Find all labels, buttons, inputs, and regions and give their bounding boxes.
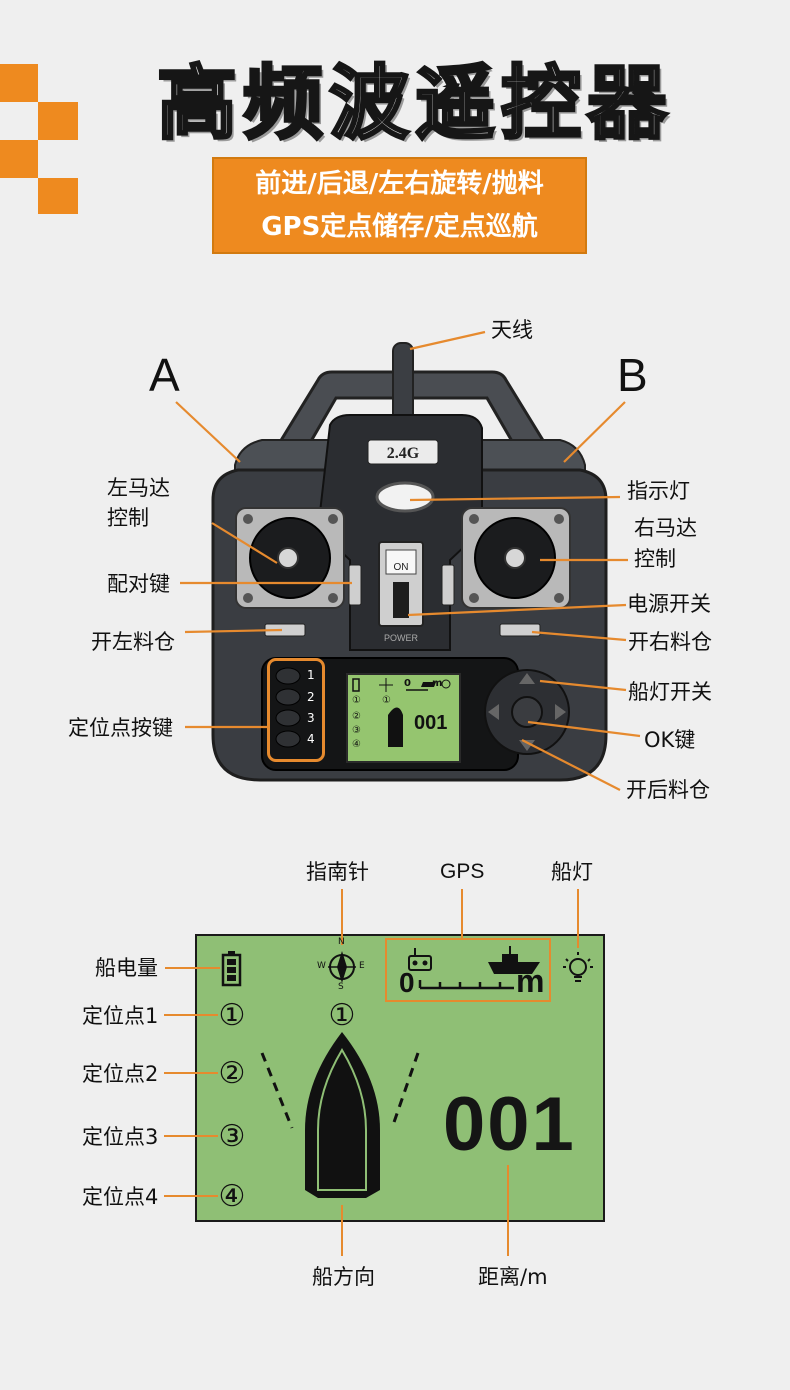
compass-n: N bbox=[338, 937, 345, 947]
ok-button bbox=[511, 696, 543, 728]
open-left-bin-label: 开左料仓 bbox=[91, 630, 175, 654]
open-rear-bin-label: 开后料仓 bbox=[626, 778, 710, 802]
power-text: POWER bbox=[384, 633, 419, 643]
boat-direction-shape bbox=[305, 1032, 380, 1198]
distance-value: 001 bbox=[443, 1082, 576, 1167]
right-motor-label-line2: 控制 bbox=[634, 547, 676, 571]
compass-w: W bbox=[317, 961, 326, 971]
position-key-4 bbox=[275, 730, 301, 748]
position-key-label-4: 4 bbox=[307, 732, 315, 746]
gps-label: GPS bbox=[440, 860, 485, 883]
position-key-label-1: 1 bbox=[307, 668, 315, 682]
remote-icon bbox=[408, 948, 432, 971]
brand-tag-bg bbox=[367, 439, 439, 465]
position-label-3: 定位点3 bbox=[82, 1125, 159, 1149]
mini-lcd-graphics: ① ② ③ ④ ① bbox=[352, 678, 451, 750]
decor-square-2 bbox=[38, 102, 78, 140]
position-label-1: 定位点1 bbox=[82, 1004, 159, 1028]
feature-banner: 前进/后退/左右旋转/抛料 GPS定点储存/定点巡航 bbox=[212, 157, 587, 254]
bulb-icon bbox=[563, 952, 593, 982]
open-right-bin-label: 开右料仓 bbox=[628, 630, 712, 654]
svg-text:①: ① bbox=[352, 695, 361, 706]
active-position-mark: ① bbox=[328, 999, 356, 1032]
mini-lcd-scale-unit: m bbox=[432, 678, 443, 689]
boat-light-switch-label: 船灯开关 bbox=[628, 680, 712, 704]
mini-lcd-distance: 001 bbox=[414, 712, 448, 734]
decor-square-1 bbox=[0, 64, 38, 102]
battery-label: 船电量 bbox=[95, 956, 158, 980]
mini-lcd-scale-zero: 0 bbox=[404, 678, 411, 689]
indicator-light bbox=[375, 481, 435, 513]
position-key-1 bbox=[275, 667, 301, 685]
right-bin-trim bbox=[499, 623, 541, 637]
position-keys-label: 定位点按键 bbox=[68, 716, 173, 740]
position-mark-3: ③ bbox=[218, 1120, 246, 1153]
ok-key-label: OK键 bbox=[644, 728, 696, 752]
antenna-label: 天线 bbox=[491, 318, 533, 342]
mini-lcd: ① ② ③ ④ ① bbox=[346, 673, 461, 763]
compass-e: E bbox=[359, 961, 365, 971]
banner-line-2: GPS定点储存/定点巡航 bbox=[261, 212, 538, 242]
brand-tag: 2.4G bbox=[387, 445, 420, 462]
svg-text:②: ② bbox=[352, 711, 361, 722]
position-label-4: 定位点4 bbox=[82, 1185, 159, 1209]
pair-key-label: 配对键 bbox=[107, 572, 170, 596]
position-keys-panel bbox=[267, 658, 325, 762]
decor-square-3 bbox=[0, 140, 38, 178]
power-switch-label: 电源开关 bbox=[627, 592, 711, 616]
left-motor-label-line2: 控制 bbox=[107, 506, 149, 530]
controller-leader-lines bbox=[175, 330, 641, 791]
scale-unit: m bbox=[516, 963, 545, 999]
power-on-text: ON bbox=[394, 562, 409, 573]
boat-light-label: 船灯 bbox=[551, 860, 593, 884]
compass-icon bbox=[328, 951, 356, 983]
right-motor-label-line1: 右马达 bbox=[634, 516, 697, 540]
position-label-2: 定位点2 bbox=[82, 1062, 159, 1086]
controller-illustration: 2.4G ON POWER bbox=[211, 342, 608, 782]
port-b-label: B bbox=[617, 349, 648, 401]
position-mark-1: ① bbox=[218, 999, 246, 1032]
heading-dash-right bbox=[390, 1052, 420, 1129]
pair-key-trim bbox=[348, 564, 362, 606]
decor-square-4 bbox=[38, 178, 78, 214]
position-mark-4: ④ bbox=[218, 1180, 246, 1213]
svg-text:③: ③ bbox=[352, 725, 361, 736]
heading-dash-left bbox=[260, 1052, 294, 1129]
position-key-label-3: 3 bbox=[307, 711, 315, 725]
scale-zero: 0 bbox=[399, 967, 415, 998]
distance-label: 距离/m bbox=[478, 1265, 548, 1289]
distance-scale-bar bbox=[418, 980, 514, 990]
battery-icon bbox=[221, 951, 242, 987]
compass-label: 指南针 bbox=[306, 860, 369, 884]
banner-line-1: 前进/后退/左右旋转/抛料 bbox=[255, 169, 544, 199]
left-motor-label-line1: 左马达 bbox=[107, 476, 170, 500]
page-title: 高频波遥控器 bbox=[156, 56, 673, 152]
position-mark-2: ② bbox=[218, 1057, 246, 1090]
position-key-2 bbox=[275, 688, 301, 706]
indicator-label: 指示灯 bbox=[627, 479, 690, 503]
position-key-label-2: 2 bbox=[307, 690, 315, 704]
boat-icon bbox=[488, 946, 540, 974]
direction-label: 船方向 bbox=[312, 1265, 375, 1289]
position-key-3 bbox=[275, 709, 301, 727]
svg-text:④: ④ bbox=[352, 739, 361, 750]
gps-frame bbox=[385, 938, 551, 1002]
compass-s: S bbox=[338, 982, 344, 992]
lcd-display bbox=[195, 934, 605, 1222]
svg-text:①: ① bbox=[382, 695, 391, 706]
port-a-label: A bbox=[149, 349, 180, 401]
